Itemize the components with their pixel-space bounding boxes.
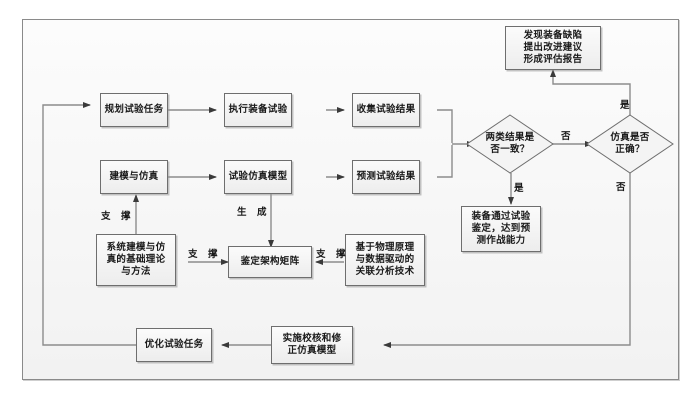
node-predict-result[interactable]: 预测试验结果 xyxy=(352,160,420,194)
node-label: 试验仿真模型 xyxy=(228,171,288,182)
node-theory-method[interactable]: 系统建模与仿 真的基础理论 与方法 xyxy=(96,234,176,286)
edge-label-sim-yes: 是 xyxy=(620,100,631,111)
node-collect-result[interactable]: 收集试验结果 xyxy=(352,93,420,127)
node-label: 实施校核和修 正仿真模型 xyxy=(282,333,342,356)
decision-consistency-check[interactable]: 两类结果是 否一致？ xyxy=(466,114,554,174)
edge-label-sim-no: 否 xyxy=(616,182,627,193)
node-verify-correct[interactable]: 实施校核和修 正仿真模型 xyxy=(271,326,353,364)
decision-label: 仿真是否 正确？ xyxy=(610,132,650,155)
node-arch-matrix[interactable]: 鉴定架构矩阵 xyxy=(228,246,312,278)
node-label: 系统建模与仿 真的基础理论 与方法 xyxy=(106,242,166,277)
node-execute-test[interactable]: 执行装备试验 xyxy=(224,93,292,127)
node-pass-evaluation[interactable]: 装备通过试验 鉴定，达到预 测作战能力 xyxy=(461,206,541,252)
node-sim-model[interactable]: 试验仿真模型 xyxy=(224,160,292,194)
node-analysis-tech[interactable]: 基于物理原理 与数据驱动的 关联分析技术 xyxy=(345,234,425,286)
node-label: 预测试验结果 xyxy=(356,171,416,182)
node-report[interactable]: 发现装备缺陷 提出改进建议 形成评估报告 xyxy=(505,26,601,70)
node-plan-test[interactable]: 规划试验任务 xyxy=(100,93,168,127)
edge-label-support-right: 支 撑 xyxy=(316,249,347,260)
decision-sim-correct-check[interactable]: 仿真是否 正确？ xyxy=(586,114,674,174)
edge-label-support-left: 支 撑 xyxy=(101,211,132,222)
edge-label-consistency-yes: 是 xyxy=(514,183,525,194)
edge-label-consistency-no: 否 xyxy=(561,131,572,142)
edge-label-generate: 生 成 xyxy=(237,207,268,218)
node-model-sim[interactable]: 建模与仿真 xyxy=(100,160,168,194)
node-label: 发现装备缺陷 提出改进建议 形成评估报告 xyxy=(523,30,583,65)
diamond-shape xyxy=(586,114,674,174)
node-label: 装备通过试验 鉴定，达到预 测作战能力 xyxy=(471,211,531,246)
node-label: 收集试验结果 xyxy=(356,104,416,115)
node-label: 规划试验任务 xyxy=(104,104,164,115)
node-label: 执行装备试验 xyxy=(228,104,288,115)
node-label: 鉴定架构矩阵 xyxy=(240,256,300,267)
decision-label: 两类结果是 否一致？ xyxy=(485,132,535,155)
node-label: 建模与仿真 xyxy=(109,171,159,182)
edge-label-support-mid: 支 撑 xyxy=(188,249,219,260)
node-label: 优化试验任务 xyxy=(144,339,204,350)
node-optimize-task[interactable]: 优化试验任务 xyxy=(136,328,212,362)
diamond-shape xyxy=(466,114,554,174)
node-label: 基于物理原理 与数据驱动的 关联分析技术 xyxy=(355,242,415,277)
